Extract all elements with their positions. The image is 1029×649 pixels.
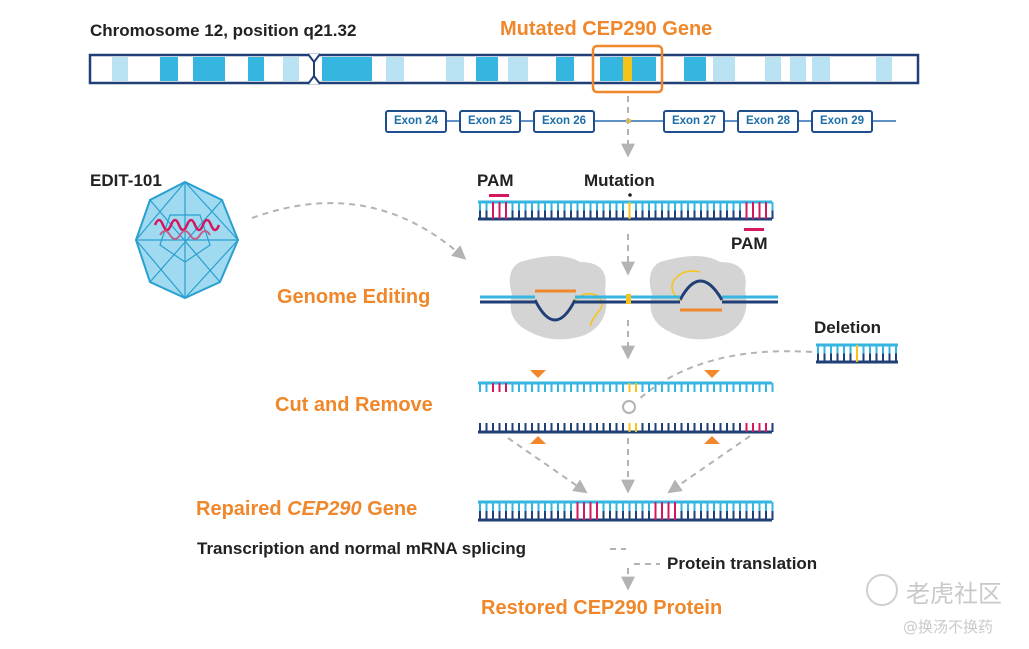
- genome-editing-label: Genome Editing: [277, 286, 431, 308]
- aav-capsid-icon: [134, 180, 240, 300]
- cut-lower-strand: [478, 423, 774, 434]
- chromosome-title: Chromosome 12, position q21.32: [90, 21, 357, 40]
- mutated-dna-strand: [478, 200, 774, 221]
- pam-top-label: PAM: [477, 171, 514, 190]
- transcription-label: Transcription and normal mRNA splicing: [197, 539, 527, 558]
- exon-27: Exon 27: [663, 110, 725, 133]
- exon-28: Exon 28: [737, 110, 799, 133]
- watermark-handle: @换汤不换药: [903, 618, 994, 636]
- mutation-dot: [628, 193, 632, 197]
- flow-arrows: [251, 96, 813, 591]
- genome-editing-strands: [480, 294, 778, 304]
- mutated-gene-label: Mutated CEP290 Gene: [500, 18, 713, 40]
- pam-bottom-marker: [744, 228, 764, 231]
- gene-highlight-box: [591, 44, 664, 94]
- deletion-label: Deletion: [814, 318, 882, 337]
- cut-site-markers: [530, 370, 720, 444]
- protein-translation-label: Protein translation: [667, 554, 818, 573]
- pam-top-marker: [489, 194, 509, 197]
- exon-24: Exon 24: [385, 110, 447, 133]
- exon-26: Exon 26: [533, 110, 595, 133]
- edit-101-label: EDIT-101: [90, 171, 162, 190]
- restored-protein-label: Restored CEP290 Protein: [481, 597, 723, 619]
- cut-remove-label: Cut and Remove: [275, 394, 433, 416]
- mutation-label: Mutation: [584, 171, 655, 190]
- pam-bottom-label: PAM: [731, 234, 768, 253]
- exon-29: Exon 29: [811, 110, 873, 133]
- cas9-complex-left: [509, 256, 607, 340]
- exon-25: Exon 25: [459, 110, 521, 133]
- removed-fragment-circle: [622, 400, 636, 414]
- repaired-gene-label: Repaired CEP290 Gene: [196, 498, 418, 520]
- repaired-dna-strand: [478, 500, 774, 522]
- cut-upper-strand: [478, 381, 774, 392]
- watermark-brand: 老虎社区: [906, 580, 1002, 608]
- deletion-fragment-dna: [816, 343, 898, 364]
- watermark-logo-icon: [866, 574, 898, 606]
- chromosome-bar: [88, 53, 920, 85]
- cas9-complex-right: [649, 256, 747, 340]
